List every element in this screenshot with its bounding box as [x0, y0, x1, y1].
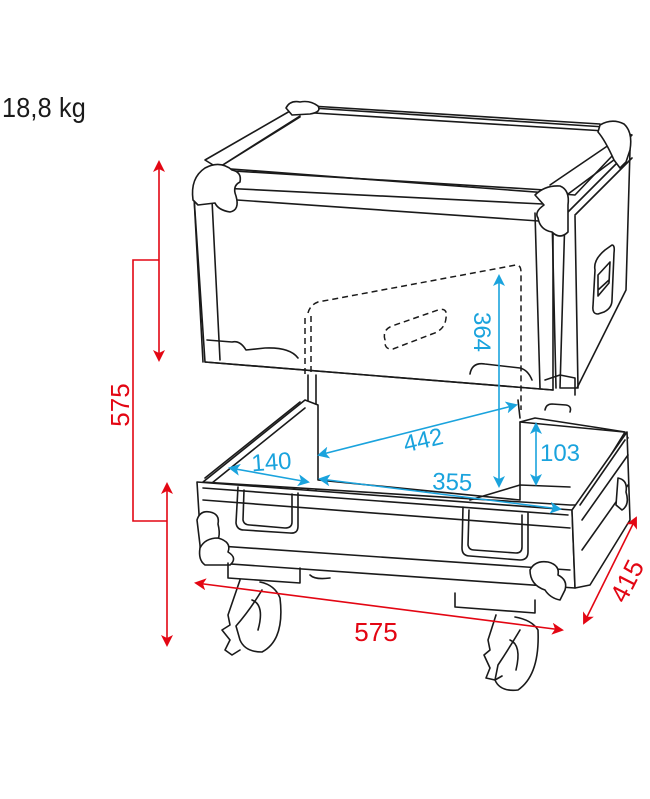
base-depth-dimension: 103	[530, 422, 580, 486]
outer-depth-value: 415	[604, 555, 650, 607]
weight-label: 18,8 kg	[2, 92, 86, 123]
outer-height-value: 575	[105, 383, 135, 426]
base-width-value: 355	[432, 468, 473, 496]
diagonal-dimension: 442	[317, 401, 518, 459]
side-compartment-dimension: 140	[228, 448, 310, 487]
case-lid	[191, 100, 633, 396]
dashed-divider-panel	[304, 264, 522, 410]
side-compartment-value: 140	[251, 448, 293, 478]
outer-height-dimension: 575	[105, 160, 173, 647]
lid-depth-value: 364	[468, 312, 495, 352]
outer-width-dimension: 575	[194, 578, 564, 647]
outer-width-value: 575	[354, 617, 397, 647]
base-width-dimension: 355	[318, 468, 562, 514]
base-depth-value: 103	[540, 440, 580, 467]
diagonal-value: 442	[401, 423, 446, 458]
